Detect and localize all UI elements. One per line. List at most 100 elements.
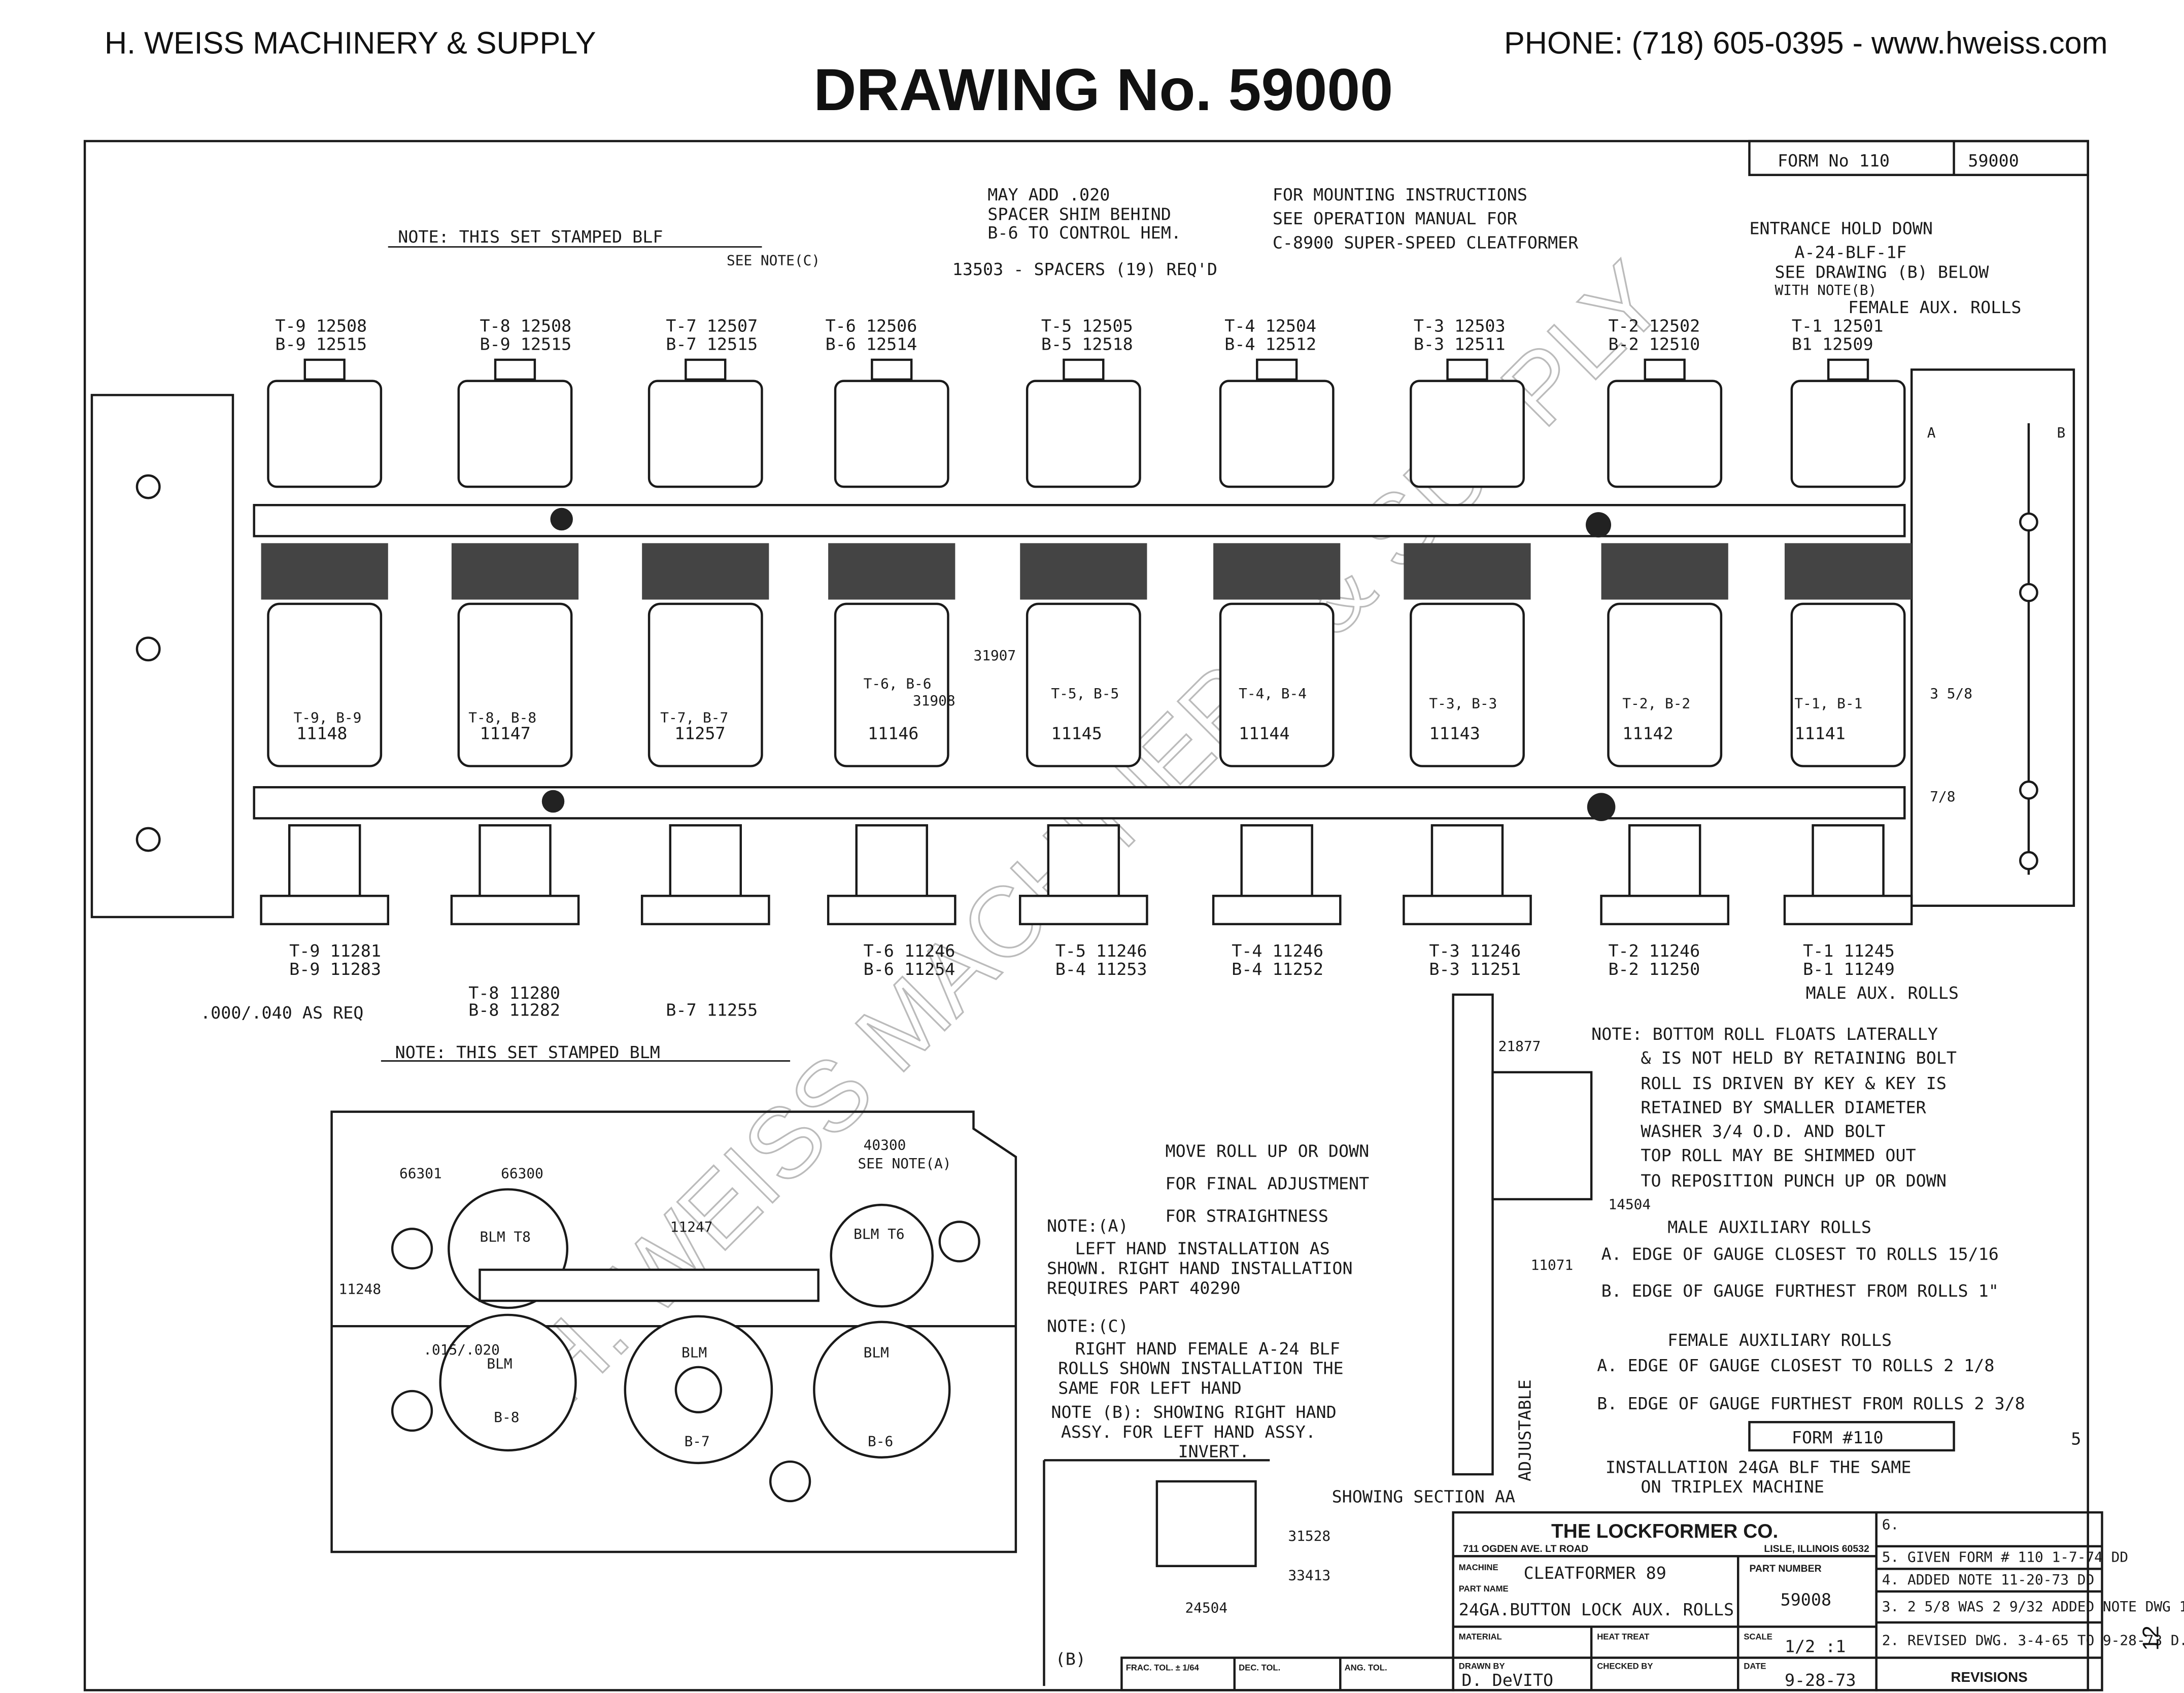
roll-label: T-6 11246: [864, 941, 956, 961]
lower-flange: [1018, 895, 1148, 926]
b7-label: B-7: [685, 1433, 710, 1450]
gear: [642, 543, 769, 600]
roll-label: T-9 12508: [275, 316, 367, 335]
part-number-label: PART NUMBER: [1749, 1563, 1821, 1574]
roll-label: B-9 12515: [275, 334, 367, 354]
view-b: 31528 33413 24504 (B): [1043, 1459, 1330, 1686]
lower-flange: [1403, 895, 1532, 926]
frac-tol: FRAC. TOL. ± 1/64: [1126, 1663, 1200, 1673]
roll-label: B-4 11253: [1055, 959, 1147, 979]
top-rail: [253, 504, 1906, 537]
top-roll: [834, 380, 949, 488]
roll-label: B-9 12515: [480, 334, 571, 354]
form-box: FORM No 110 59000: [1748, 140, 2089, 176]
note-a: SHOWN. RIGHT HAND INSTALLATION: [1047, 1258, 1353, 1278]
top-roll: [1026, 380, 1141, 488]
move-note: MOVE ROLL UP OR DOWN: [1166, 1141, 1370, 1161]
part-number-value: 59008: [1781, 1590, 1831, 1610]
lower-flange: [640, 895, 770, 926]
float-note: NOTE: BOTTOM ROLL FLOATS LATERALLY & IS …: [1591, 1024, 2081, 1497]
company-city: LISLE, ILLINOIS 60532: [1764, 1543, 1869, 1554]
forming-roll: [1219, 602, 1335, 767]
section-aa-label: SHOWING SECTION AA: [1332, 1487, 1516, 1507]
forming-roll: [647, 602, 763, 767]
lower-shaft: [479, 824, 552, 904]
entrance-note: ENTRANCE HOLD DOWN: [1749, 218, 1933, 238]
revision-item: 6.: [1882, 1516, 1899, 1533]
callout-31907: 31907: [973, 647, 1016, 664]
hex-nut: [1644, 358, 1686, 381]
roll-part-number: 11145: [1051, 724, 1102, 743]
roll-label: T-3 11246: [1429, 941, 1521, 961]
dim-a: A: [1927, 424, 1936, 441]
lower-flange: [1600, 895, 1730, 926]
roll-label: B-7 11255: [666, 1000, 758, 1020]
lower-shaft: [669, 824, 742, 904]
date-value: 9-28-73: [1785, 1670, 1856, 1690]
adjustable-label: ADJUSTABLE: [1515, 1379, 1535, 1481]
roll-label: B-2 12510: [1608, 334, 1700, 354]
float-note-line: TO REPOSITION PUNCH UP OR DOWN: [1641, 1171, 1947, 1191]
revisions-title: REVISIONS: [1951, 1669, 2027, 1685]
machine-value: CLEATFORMER 89: [1524, 1563, 1666, 1583]
roll-part-number: 11146: [868, 724, 918, 743]
lockformer-company: THE LOCKFORMER CO.: [1551, 1520, 1778, 1542]
female-aux-title: FEMALE AUXILIARY ROLLS: [1667, 1330, 1892, 1350]
male-aux-b: B. EDGE OF GAUGE FURTHEST FROM ROLLS 1": [1601, 1281, 1999, 1301]
roll-label: T-2 11246: [1608, 941, 1700, 961]
note-c: ROLLS SHOWN INSTALLATION THE: [1058, 1359, 1343, 1378]
checked-by-label: CHECKED BY: [1597, 1662, 1653, 1671]
hex-nut: [303, 358, 346, 381]
entrance-note: A-24-BLF-1F: [1794, 243, 1906, 262]
top-roll: [1790, 380, 1906, 488]
top-roll: [457, 380, 573, 488]
roll-part-number: 11142: [1622, 724, 1673, 743]
hex-nut: [494, 358, 536, 381]
form-number: FORM No 110: [1778, 151, 1890, 171]
note-a: NOTE:(A): [1047, 1216, 1129, 1236]
roll-label: B-8 11282: [468, 1000, 560, 1020]
top-roll: [1410, 380, 1525, 488]
hex-nut: [685, 358, 727, 381]
roll-pair-label: T-2, B-2: [1622, 695, 1690, 712]
roll-pair-label: T-9, B-9: [294, 709, 362, 726]
note-c: RIGHT HAND FEMALE A-24 BLF: [1075, 1339, 1340, 1359]
ang-tol: ANG. TOL.: [1345, 1663, 1387, 1673]
gear: [1213, 543, 1341, 600]
see-note-c: SEE NOTE(C): [727, 252, 820, 269]
right-hold-down: [1910, 368, 2075, 907]
top-roll: [267, 380, 383, 488]
lower-shaft: [1047, 824, 1120, 904]
forming-roll: [834, 602, 949, 767]
callout-40300-note: SEE NOTE(A): [858, 1155, 951, 1172]
drawing-title: DRAWING No. 59000: [813, 56, 1393, 123]
shim-note: MAY ADD .020: [987, 185, 1110, 205]
note-a: LEFT HAND INSTALLATION AS: [1075, 1238, 1330, 1258]
callout-24504: 24504: [1185, 1600, 1227, 1616]
form-110-box: FORM #110: [1792, 1428, 1884, 1447]
lower-shaft: [288, 824, 361, 904]
part-name-label: PART NAME: [1459, 1584, 1509, 1594]
callout-31908: 31908: [913, 692, 956, 709]
lower-flange: [827, 895, 957, 926]
roll-pair-label: T-6, B-6: [864, 675, 932, 692]
roll-label: B-3 11251: [1429, 959, 1521, 979]
lower-flange: [260, 895, 390, 926]
roll-pair-label: T-1, B-1: [1794, 695, 1862, 712]
shim-note: SPACER SHIM BEHIND: [987, 205, 1171, 224]
roll-part-number: 11257: [674, 724, 725, 743]
float-note-line: & IS NOT HELD BY RETAINING BOLT: [1641, 1048, 1957, 1068]
blm-t6-label: BLM T6: [854, 1226, 904, 1242]
mount-note: SEE OPERATION MANUAL FOR: [1273, 209, 1518, 228]
roll-label: B-9 11283: [289, 959, 381, 979]
gear: [261, 543, 388, 600]
hex-nut: [1256, 358, 1298, 381]
callout-11248: 11248: [338, 1280, 381, 1297]
revision-item: 3. 2 5/8 WAS 2 9/32 ADDED NOTE DWG 10-29…: [1882, 1598, 2184, 1615]
roll-label: T-8 11280: [468, 983, 560, 1003]
male-aux-title: MALE AUXILIARY ROLLS: [1667, 1217, 1871, 1237]
as-req-note: .000/.040 AS REQ: [200, 1003, 363, 1023]
male-aux-label: MALE AUX. ROLLS: [1806, 983, 1959, 1003]
